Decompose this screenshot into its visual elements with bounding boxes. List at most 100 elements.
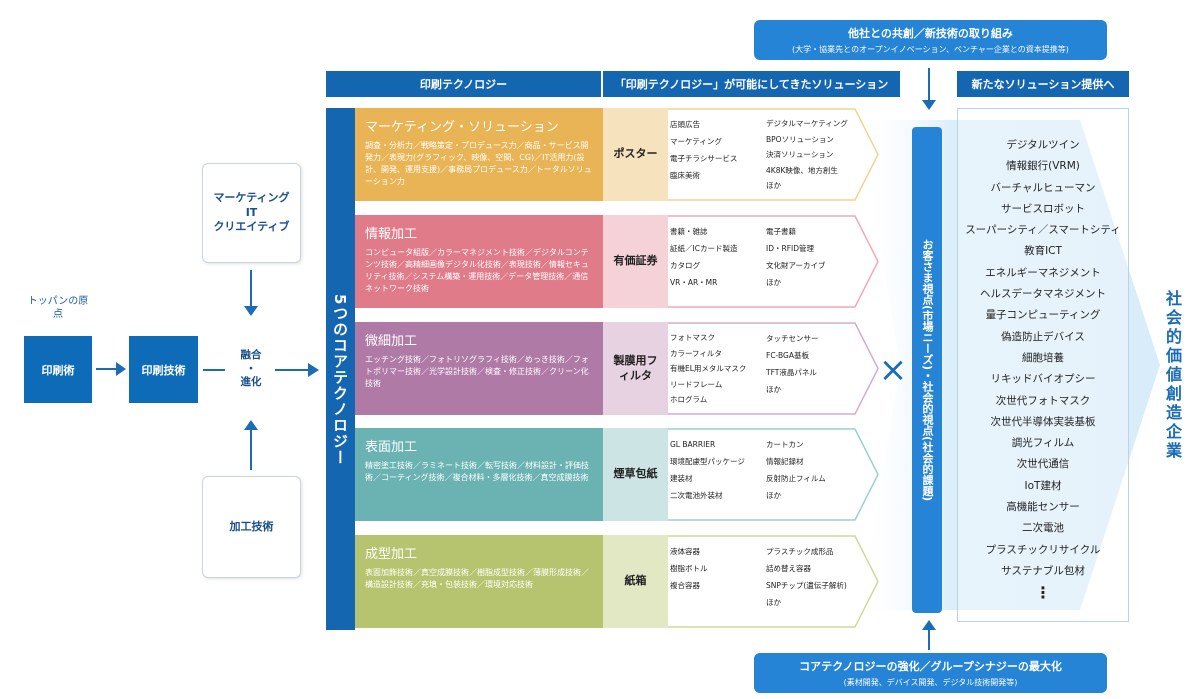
- solution-item: 4K8K映像、地方創生: [766, 165, 838, 175]
- core-product: 紙箱: [603, 535, 668, 628]
- bottom-box-title: コアテクノロジーの強化／グループシナジーの最大化: [799, 660, 1062, 673]
- new-solution-item: ⋮: [1035, 583, 1051, 603]
- solution-item: 樹脂ボトル: [670, 564, 708, 573]
- solution-item: フォトマスク: [670, 333, 715, 342]
- solution-item: 有機EL用メタルマスク: [670, 364, 747, 373]
- solution-item: カートカン: [766, 440, 804, 449]
- solution-item: タッチセンサー: [766, 334, 819, 343]
- arrow-tech-fusion: [203, 369, 225, 371]
- solution-list: 液体容器樹脂ボトル複合容器 プラスチック成形品詰め替え容器 SNPチップ(遺伝子解…: [668, 543, 878, 626]
- creative-label: クリエイティブ: [213, 220, 290, 234]
- arrow-up-processing: [250, 428, 252, 470]
- solution-item: 複合容器: [670, 581, 700, 590]
- solution-col-right: カートカン情報記録材反射防止フィルムほか: [766, 436, 826, 504]
- solution-item: 証紙／ICカード製造: [670, 244, 738, 253]
- solution-item: 建装材: [670, 474, 693, 483]
- printing-tech-box: 印刷技術: [129, 336, 198, 403]
- fusion-2: ・: [245, 362, 257, 375]
- new-solution-item: デジタルツイン: [1006, 139, 1080, 151]
- core-product: ポスター: [603, 108, 668, 201]
- solution-item: 臨床美術: [670, 171, 700, 180]
- new-solution-item: 調光フィルム: [1011, 437, 1075, 450]
- solution-list: フォトマスクカラーフィルタ有機EL用メタルマスクリードフレームホログラム タッチ…: [668, 330, 878, 413]
- solution-item: プラスチック成形品: [766, 547, 834, 556]
- core-body: 精密塗工技術／ラミネート技術／転写技術／材料設計・評価技術／コーティング技術／複…: [365, 461, 589, 482]
- solution-chevron: [668, 322, 879, 415]
- new-solution-item: エネルギーマネジメント: [985, 266, 1101, 279]
- solution-item: カタログ: [670, 261, 700, 270]
- origin-label: トッパンの原点: [27, 296, 89, 320]
- core-title: 情報加工: [365, 227, 418, 242]
- new-solution-item: 次世代通信: [1016, 458, 1070, 471]
- arrow-down-marketing: [250, 270, 252, 310]
- core-body: コンピュータ組版／カラーマネジメント技術／デジタルコンテンツ技術／高精細画像デジ…: [365, 248, 589, 293]
- new-solution-item: IoT建材: [1024, 479, 1062, 492]
- solution-item: 詰め替え容器: [766, 564, 811, 573]
- bottom-synergy-box: コアテクノロジーの強化／グループシナジーの最大化 (素材開発、デバイス開発、デジ…: [754, 653, 1107, 693]
- new-solution-item: 細胞培養: [1022, 351, 1064, 364]
- solution-item: ほか: [766, 181, 781, 190]
- new-solution-item: 次世代半導体実装基板: [990, 415, 1096, 428]
- solution-item: 電子チラシサービス: [670, 154, 738, 163]
- solution-col-left: 店頭広告マーケティング電子チラシサービス臨床美術: [670, 116, 737, 184]
- solution-item: VR・AR・MR: [670, 278, 718, 287]
- core-product: 有価証券: [603, 215, 668, 308]
- solution-item: 液体容器: [670, 547, 700, 556]
- core-card: 表面加工 精密塗工技術／ラミネート技術／転写技術／材料設計・評価技術／コーティン…: [355, 428, 603, 521]
- core-card: マーケティング・ソリューション 調査・分析力／戦略策定・プロデュース力／商品・サ…: [355, 108, 603, 201]
- it-label: IT: [245, 205, 258, 219]
- solution-col-right: プラスチック成形品詰め替え容器 SNPチップ(遺伝子解析) ほか: [766, 543, 847, 611]
- solution-chevron: [668, 108, 879, 201]
- five-core-bar: [326, 108, 355, 630]
- new-solution-item: リキッドバイオプシー: [990, 373, 1096, 386]
- solution-item: ホログラム: [670, 395, 708, 404]
- processing-tech-box: 加工技術: [202, 476, 301, 578]
- core-product: 製膜用フィルタ: [603, 322, 668, 415]
- arrow-bottom-head: [922, 620, 936, 630]
- arrow-top-head: [922, 100, 936, 110]
- new-solution-item: 高機能センサー: [1006, 501, 1080, 514]
- bottom-box-sub: (素材開発、デバイス開発、デジタル技術開発等): [843, 678, 1018, 687]
- core-card: 微細加工 エッチング技術／フォトリソグラフィ技術／めっき技術／フォトポリマー技術…: [355, 322, 603, 415]
- solution-col-left: フォトマスクカラーフィルタ有機EL用メタルマスクリードフレームホログラム: [670, 330, 746, 408]
- new-solution-item: スーパーシティ／スマートシティ: [965, 224, 1121, 237]
- top-box-title: 他社との共創／新技術の取り組み: [848, 27, 1013, 40]
- solution-item: TFT液晶パネル: [766, 368, 817, 377]
- viewpoint-bar: [912, 127, 942, 613]
- solution-item: マーケティング: [670, 137, 722, 146]
- marketing-label: マーケティング: [213, 190, 290, 204]
- new-solution-item: 二次電池: [1022, 522, 1064, 535]
- core-title: 成型加工: [365, 547, 418, 562]
- new-solution-item: サービスロボット: [1001, 202, 1085, 215]
- viewpoint-label: お客さま視点(市場ニーズ)・社会的視点(社会的課題): [921, 238, 934, 502]
- core-body: 調査・分析力／戦略策定・プロデュース力／商品・サービス開発力／表現力(グラフィッ…: [365, 141, 592, 186]
- solution-col-left: 液体容器樹脂ボトル複合容器: [670, 543, 708, 594]
- solution-item: ほか: [766, 598, 781, 607]
- solution-item: GL BARRIER: [670, 440, 716, 449]
- new-solution-item: 情報銀行(VRM): [1006, 160, 1080, 173]
- new-solution-item: サステナブル包材: [1001, 564, 1085, 577]
- arrow-bottom-up: [928, 628, 930, 650]
- fusion-3: 進化: [240, 376, 262, 389]
- header-tech: 印刷テクノロジー: [326, 71, 601, 97]
- solution-chevron: [668, 428, 879, 521]
- fusion-label: 融合 ・ 進化: [230, 349, 272, 390]
- new-solutions-box: [957, 108, 1129, 622]
- arrow-top-down: [928, 68, 930, 104]
- new-solutions-list: デジタルツイン情報銀行(VRM) バーチャルヒューマンサービスロボットスーパーシテ…: [957, 135, 1129, 604]
- solution-item: 決済ソリューション: [766, 150, 834, 159]
- solution-item: 環境配慮型パッケージ: [670, 457, 745, 466]
- solution-item: SNPチップ(遺伝子解析): [766, 581, 847, 590]
- solution-item: 文化財アーカイブ: [766, 261, 826, 270]
- header-new: 新たなソリューション提供へ: [957, 71, 1129, 97]
- top-cocreation-box: 他社との共創／新技術の取り組み (大学・協業先とのオープンイノベーション、ベンチ…: [754, 20, 1107, 60]
- new-solution-item: バーチャルヒューマン: [990, 181, 1096, 194]
